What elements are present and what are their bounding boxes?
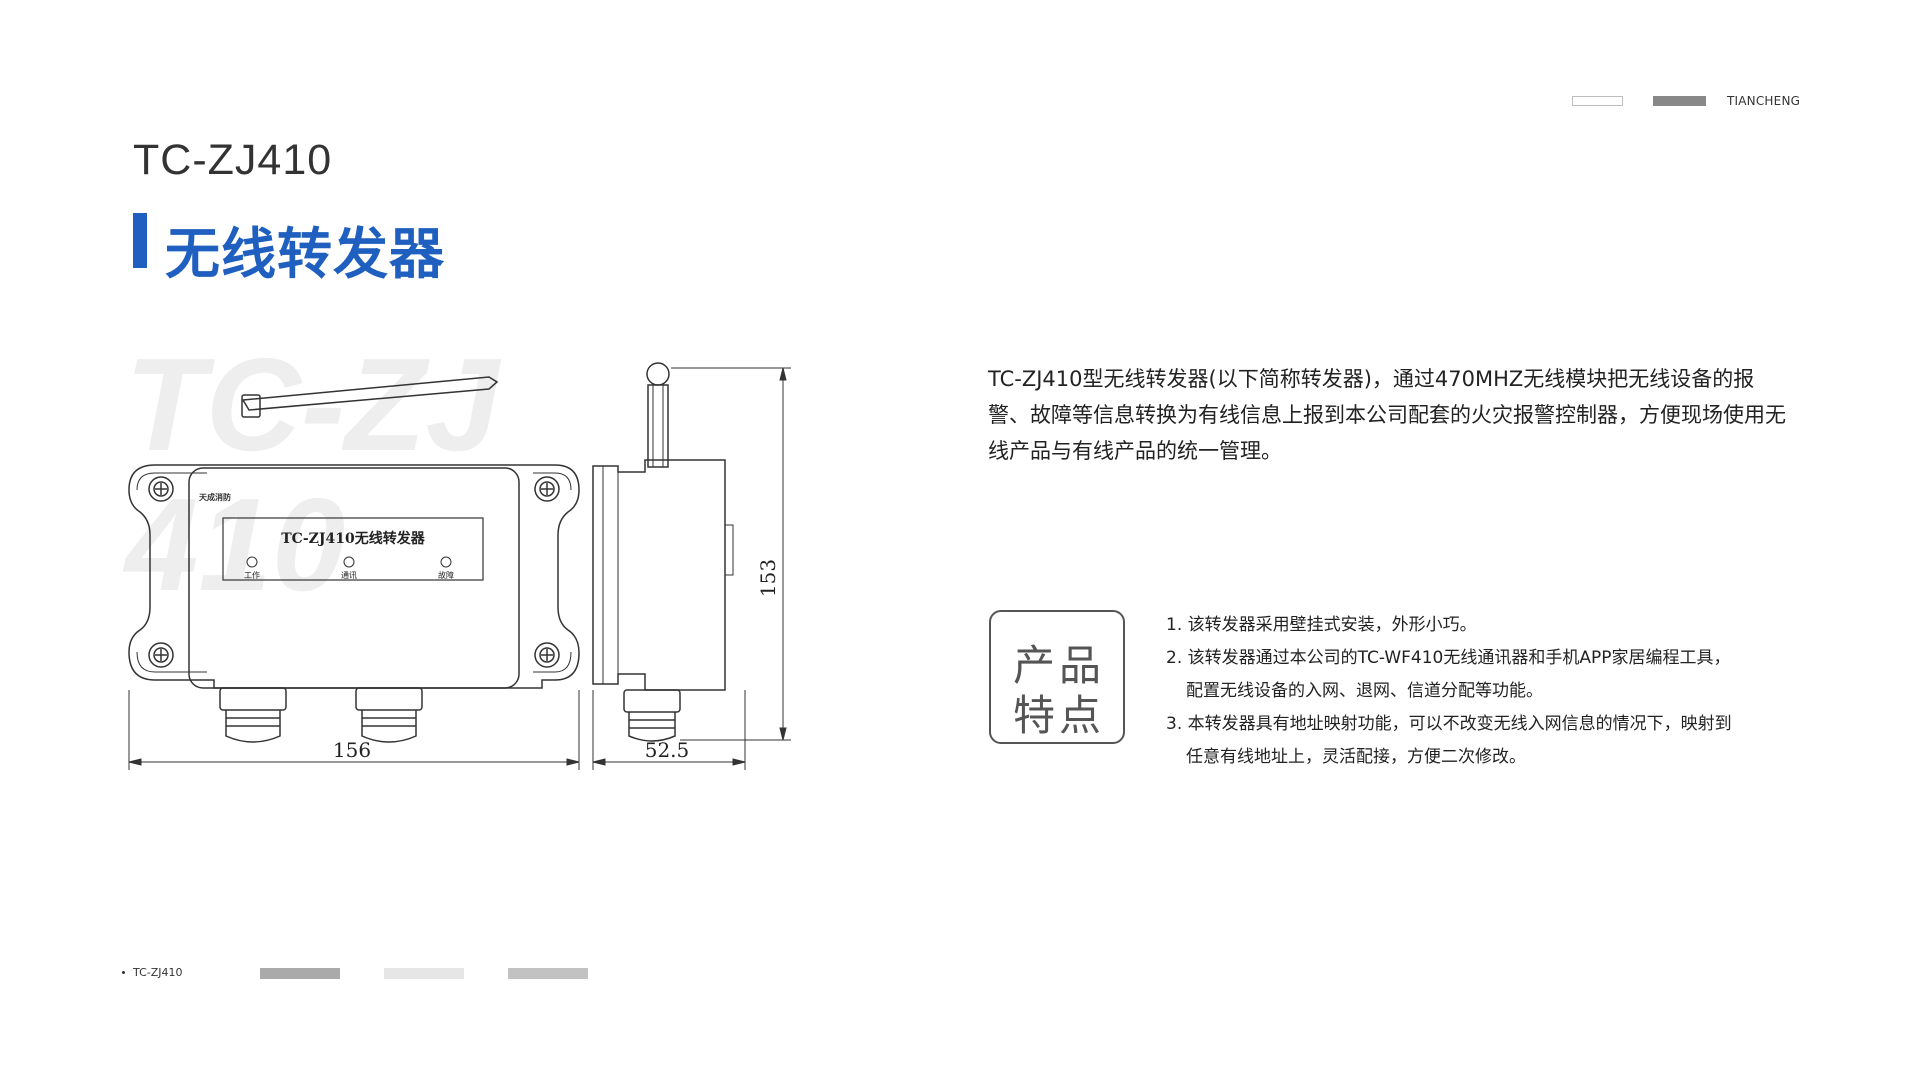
footer-bullet-icon: [122, 971, 125, 974]
features-badge-line1: 产品: [1012, 641, 1105, 690]
intro-paragraph: TC-ZJ410型无线转发器(以下简称转发器)，通过470MHZ无线模块把无线设…: [988, 367, 1786, 463]
side-antenna: [646, 362, 670, 468]
feature-text: 1. 该转发器采用壁挂式安装，外形小巧。: [1166, 615, 1477, 635]
feature-text-continued: 任意有线地址上，灵活配接，方便二次修改。: [1186, 747, 1526, 767]
footer-model: TC-ZJ410: [133, 966, 183, 979]
indicator-fault-label: 故障: [438, 570, 454, 580]
mounting-screw-tl-icon: [148, 476, 174, 502]
footer-decor-bar: [384, 968, 464, 979]
front-antenna: [241, 376, 499, 418]
feature-text: 2. 该转发器通过本公司的TC-WF410无线通讯器和手机APP家居编程工具，: [1166, 648, 1731, 668]
dimension-width-label: 156: [333, 738, 371, 762]
panel-title: TC-ZJ410无线转发器: [281, 530, 425, 547]
feature-item: 1. 该转发器采用壁挂式安装，外形小巧。: [1166, 609, 1786, 642]
dimension-width: [128, 690, 580, 770]
side-enclosure: [592, 459, 726, 691]
side-cable-gland: [623, 689, 681, 742]
front-cable-gland-right: [355, 687, 423, 743]
front-lid: [188, 467, 520, 689]
brand-name: TIANCHENG: [1727, 94, 1801, 108]
features-list: 1. 该转发器采用壁挂式安装，外形小巧。 2. 该转发器通过本公司的TC-WF4…: [1166, 609, 1786, 774]
watermark-text-line1: TC-ZJ: [125, 340, 502, 478]
indicator-comm-led-icon: [343, 556, 355, 568]
front-enclosure-outline: [128, 464, 580, 689]
indicator-work-led-icon: [246, 556, 258, 568]
model-number: TC-ZJ410: [133, 136, 333, 184]
title-accent-bar: [133, 213, 147, 268]
header-decor-outline-bar: [1572, 96, 1623, 106]
indicator-comm-label: 通讯: [341, 570, 357, 580]
features-badge-line2: 特点: [1012, 691, 1105, 740]
footer-decor-bar: [508, 968, 588, 979]
indicator-fault-led-icon: [440, 556, 452, 568]
page-title: 无线转发器: [165, 222, 446, 286]
dimension-depth-label: 52.5: [645, 738, 690, 762]
feature-text: 3. 本转发器具有地址映射功能，可以不改变无线入网信息的情况下，映射到: [1166, 714, 1732, 734]
front-label-panel: [222, 517, 484, 581]
front-cable-gland-left: [219, 687, 287, 743]
header-decor-solid-bar: [1653, 96, 1706, 106]
indicator-work-label: 工作: [244, 570, 260, 580]
panel-logo: 天成消防: [199, 492, 231, 502]
mounting-screw-tr-icon: [534, 476, 560, 502]
mounting-screw-bl-icon: [148, 642, 174, 668]
feature-item: 3. 本转发器具有地址映射功能，可以不改变无线入网信息的情况下，映射到 任意有线…: [1166, 708, 1786, 774]
dimension-depth: [592, 690, 746, 770]
feature-item: 2. 该转发器通过本公司的TC-WF410无线通讯器和手机APP家居编程工具， …: [1166, 642, 1786, 708]
dimension-height: [671, 367, 791, 741]
mounting-screw-br-icon: [534, 642, 560, 668]
footer-decor-bar: [260, 968, 340, 979]
features-badge: 产品 特点: [989, 610, 1125, 744]
feature-text-continued: 配置无线设备的入网、退网、信道分配等功能。: [1186, 681, 1543, 701]
dimension-height-label: 153: [756, 559, 780, 597]
product-drawing: TC-ZJ 410: [122, 340, 791, 770]
